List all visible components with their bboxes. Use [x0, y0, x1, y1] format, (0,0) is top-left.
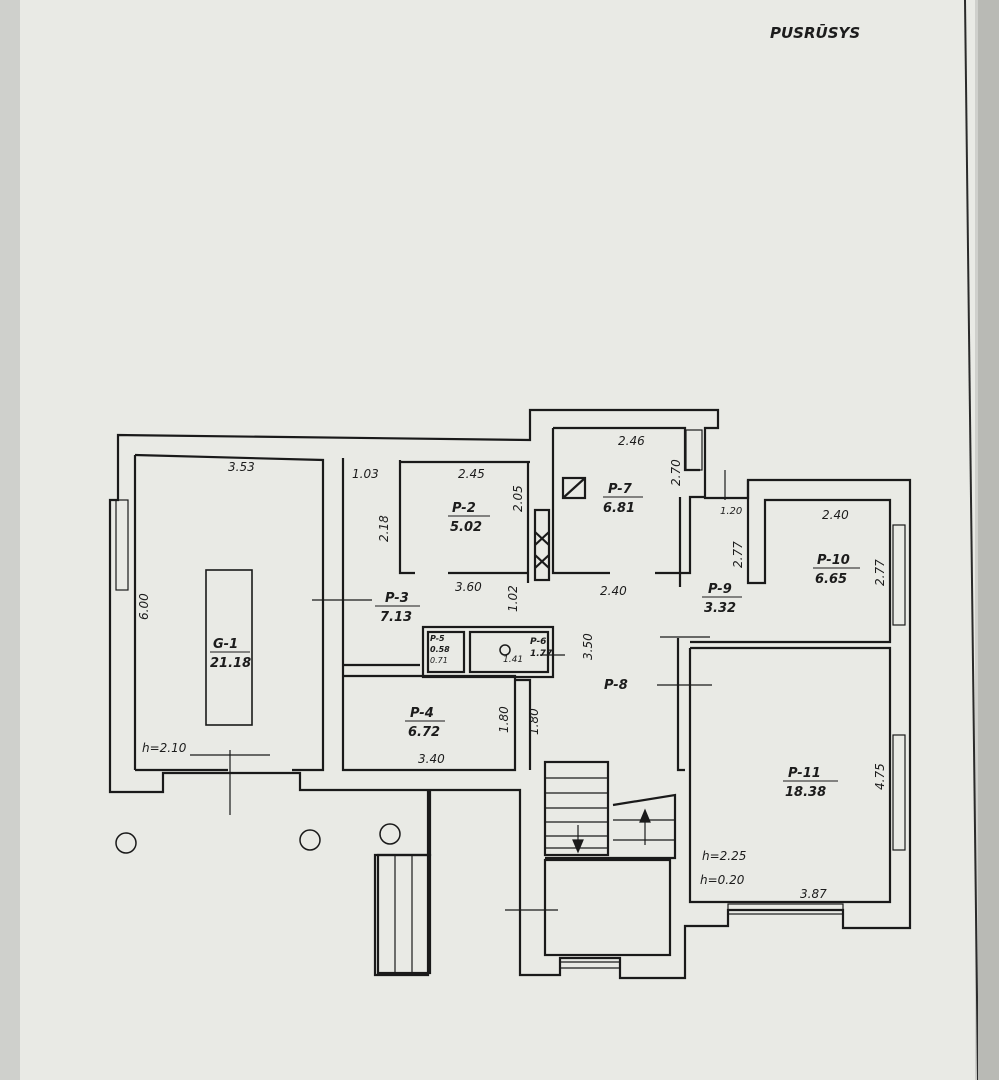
- dim-p8-length: 3.50: [581, 633, 595, 660]
- dim-p4-width: 3.40: [418, 752, 445, 766]
- dim-p9-width: 1.20: [720, 506, 742, 517]
- dim-p11-length: 4.75: [873, 763, 887, 790]
- paper-sheet: [20, 0, 975, 1080]
- dim-p11-width: 3.87: [800, 887, 827, 901]
- dim-g1-length: 6.00: [137, 593, 151, 620]
- dim-p7-bottom: 2.40: [600, 584, 627, 598]
- room-code-p3: P-3: [385, 591, 409, 606]
- room-area-p4: 6.72: [408, 725, 440, 740]
- dim-p10-depth: 2.77: [873, 559, 887, 586]
- room-code-p5: P-5: [430, 634, 445, 643]
- dim-p2-depth: 2.05: [511, 485, 525, 512]
- height-p11-step: h=0.20: [700, 873, 745, 887]
- dim-p2-width: 2.45: [458, 467, 485, 481]
- column-markers: [115, 644, 511, 854]
- section-marks: [190, 470, 726, 911]
- dim-p6-width: 1.41: [503, 655, 523, 665]
- dim-p3-width: 1.03: [352, 467, 379, 481]
- room-area-p2: 5.02: [450, 520, 482, 535]
- room-labels: G-1 21.18 P-2 5.02 P-3 7.13 P-4 6.72 P-5…: [210, 482, 860, 800]
- walls: [108, 408, 912, 980]
- dim-p3-depth: 2.18: [377, 515, 391, 542]
- dim-g1-width: 3.53: [228, 460, 255, 474]
- height-p11: h=2.25: [702, 849, 746, 863]
- dim-p4-depth: 1.80: [497, 706, 511, 733]
- dim-corridor-width: 1.02: [506, 585, 520, 612]
- room-area-p11: 18.38: [785, 785, 826, 800]
- stair-treads: [394, 777, 675, 973]
- room-code-p7: P-7: [608, 482, 633, 497]
- dim-p7-depth: 2.70: [669, 459, 683, 486]
- room-code-p2: P-2: [452, 501, 476, 516]
- room-code-p10: P-10: [817, 553, 850, 568]
- room-area-g1: 21.18: [210, 656, 251, 671]
- room-code-p4: P-4: [410, 706, 434, 721]
- dim-p10-width: 2.40: [822, 508, 849, 522]
- room-code-p9: P-9: [708, 582, 732, 597]
- dim-p7-width: 2.46: [618, 434, 645, 448]
- dim-p2-bottom: 3.60: [455, 580, 482, 594]
- paper-shadow: [978, 0, 999, 1080]
- room-code-p6: P-6: [530, 637, 546, 647]
- dimension-labels: 3.53 6.00 1.03 2.18 2.45 2.05 3.60 1.02 …: [137, 434, 887, 901]
- dim-p9-depth: 2.77: [731, 541, 745, 568]
- windows: [115, 429, 906, 915]
- height-labels: h=2.10 h=2.25 h=0.20: [142, 741, 746, 887]
- room-area-p9: 3.32: [704, 601, 736, 616]
- dim-p5-width: 0.71: [430, 656, 448, 665]
- g1-inner: [134, 453, 325, 772]
- room-area-p10: 6.65: [815, 572, 847, 587]
- paper-edge: [964, 0, 979, 1080]
- room-code-g1: G-1: [213, 637, 238, 652]
- dim-p8-depth: 1.80: [527, 708, 541, 735]
- room-code-p8: P-8: [604, 678, 628, 693]
- room-area-p6: 1.77: [530, 649, 553, 659]
- sheet-title: PUSRŪSYS: [770, 22, 860, 42]
- car-outline: [205, 569, 253, 726]
- room-area-p3: 7.13: [380, 610, 412, 625]
- room-area-p7: 6.81: [603, 501, 635, 516]
- room-code-p11: P-11: [788, 766, 821, 781]
- height-g1: h=2.10: [142, 741, 187, 755]
- room-area-p5: 0.58: [430, 645, 450, 654]
